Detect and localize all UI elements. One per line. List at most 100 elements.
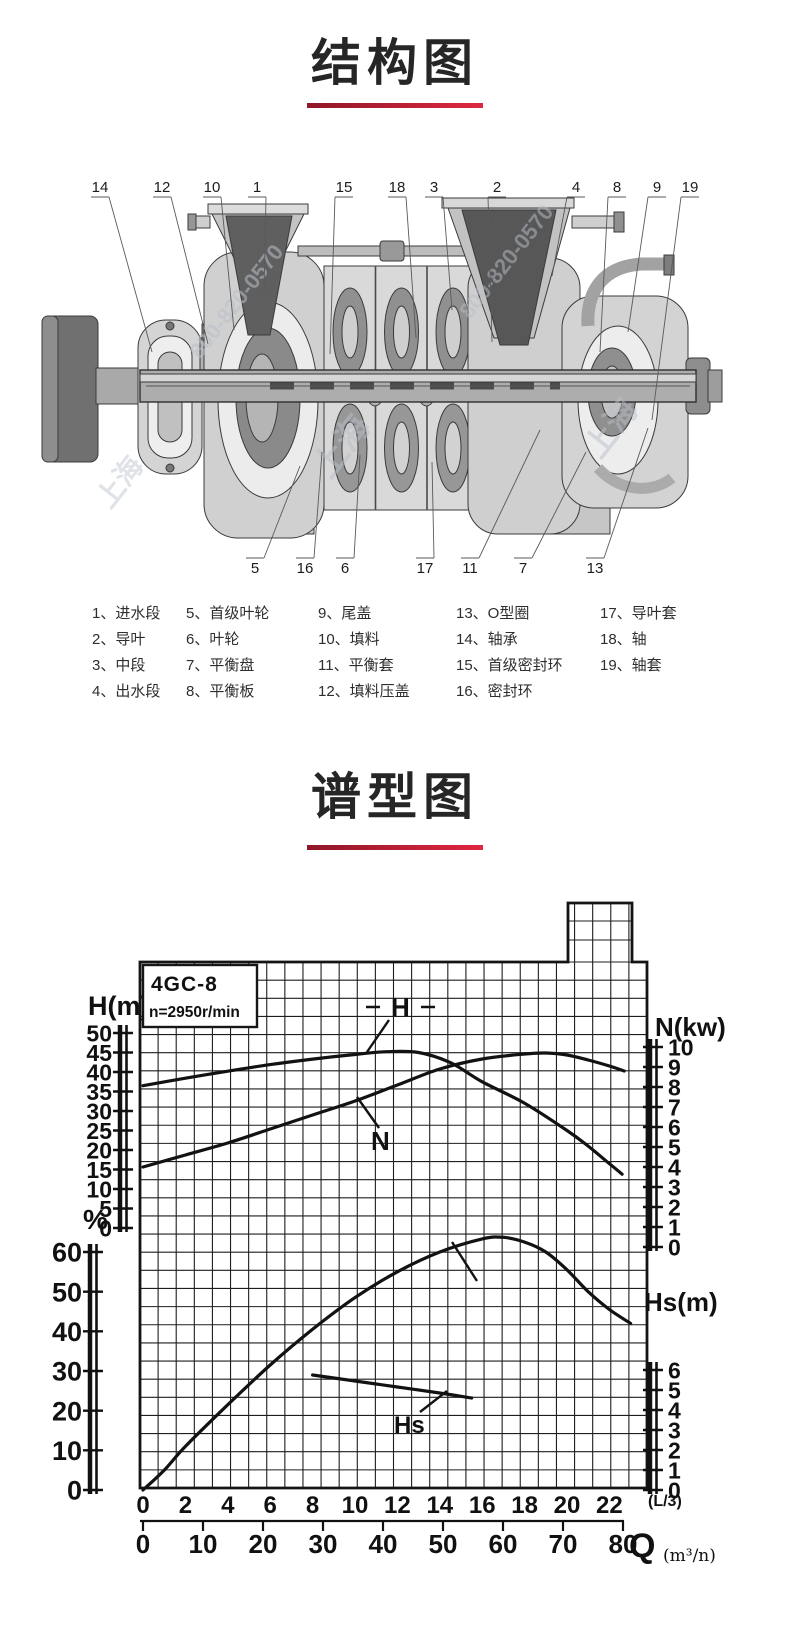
watermark-text: 上海 <box>90 450 149 513</box>
structure-title-underline <box>307 103 483 108</box>
callout-number: 15 <box>336 179 353 196</box>
x-tick-Ls: 4 <box>221 1492 235 1519</box>
x-tick-m3h: 80 <box>609 1529 638 1559</box>
tick-label: 4 <box>668 1397 681 1423</box>
tick-label: 15 <box>86 1157 112 1183</box>
axis-label-H: H(m) <box>88 991 150 1021</box>
x-tick-m3h: 10 <box>189 1529 218 1559</box>
x-tick-m3h: 60 <box>489 1529 518 1559</box>
tick-label: 45 <box>86 1040 112 1066</box>
tick-label: 10 <box>86 1176 112 1202</box>
tick-label: 10 <box>52 1436 82 1466</box>
tick-label: 20 <box>52 1396 82 1426</box>
x-tick-Ls: 22 <box>596 1492 623 1519</box>
x-tick-m3h: 0 <box>136 1529 150 1559</box>
axis-label-N: N(kw) <box>655 1012 726 1042</box>
callout-number: 5 <box>251 560 259 577</box>
axis-label-Hs: Hs(m) <box>644 1287 718 1317</box>
curve-title: 谱型图 <box>311 769 479 825</box>
callout-number: 14 <box>92 179 109 196</box>
curve-label-H: H <box>391 992 410 1022</box>
x-tick-Ls: 12 <box>384 1492 411 1519</box>
tick-label: 2 <box>668 1194 681 1220</box>
x-tick-Ls: 2 <box>179 1492 192 1519</box>
x-tick-m3h: 30 <box>309 1529 338 1559</box>
tick-label: 5 <box>99 1196 112 1222</box>
model-label: 4GC-8 <box>151 973 218 996</box>
x-tick-Ls: 0 <box>136 1492 149 1519</box>
axis-label-eff: % <box>83 1204 108 1235</box>
x-tick-Ls: 16 <box>469 1492 496 1519</box>
structure-title: 结构图 <box>311 35 479 91</box>
x-unit-m3h: (m³/n) <box>663 1546 716 1566</box>
tick-label: 10 <box>668 1034 694 1060</box>
curve-title-underline <box>307 845 483 850</box>
x-tick-Ls: 14 <box>426 1492 453 1519</box>
x-tick-m3h: 70 <box>549 1529 578 1559</box>
curve-Hs <box>311 1373 474 1400</box>
x-tick-m3h: 50 <box>429 1529 458 1559</box>
callout-number: 4 <box>572 179 580 196</box>
callout-number: 18 <box>389 179 406 196</box>
callout-number: 16 <box>297 560 314 577</box>
grid <box>139 903 648 1489</box>
callout-number: 9 <box>653 179 661 196</box>
tick-label: 50 <box>86 1020 112 1046</box>
tick-label: 1 <box>668 1457 681 1483</box>
callout-number: 8 <box>613 179 621 196</box>
callout-number: 7 <box>519 560 527 577</box>
tick-label: 5 <box>668 1377 681 1403</box>
tick-label: 1 <box>668 1214 681 1240</box>
x-tick-Ls: 6 <box>264 1492 277 1519</box>
tick-label: 6 <box>668 1114 681 1140</box>
x-tick-Ls: 8 <box>306 1492 319 1519</box>
x-tick-Ls: 18 <box>511 1492 538 1519</box>
tick-label: 60 <box>52 1238 82 1268</box>
tick-label: 0 <box>668 1477 681 1503</box>
tick-label: 50 <box>52 1277 82 1307</box>
tick-label: 0 <box>668 1234 681 1260</box>
tick-label: 30 <box>52 1357 82 1387</box>
tick-label: 40 <box>52 1317 82 1347</box>
tick-label: 5 <box>668 1134 681 1160</box>
x-tick-Ls: 10 <box>342 1492 369 1519</box>
x-tick-m3h: 20 <box>249 1529 278 1559</box>
tick-label: 35 <box>86 1079 112 1105</box>
tick-label: 40 <box>86 1059 112 1085</box>
tick-label: 25 <box>86 1118 112 1144</box>
chart-frame <box>138 901 649 1490</box>
tick-label: 8 <box>668 1074 681 1100</box>
curve-N <box>141 1051 626 1169</box>
callout-number: 3 <box>430 179 438 196</box>
tick-label: 6 <box>668 1357 681 1383</box>
tick-label: 7 <box>668 1094 681 1120</box>
callout-number: 17 <box>417 560 434 577</box>
x-tick-Ls: 20 <box>554 1492 581 1519</box>
tick-label: 3 <box>668 1174 681 1200</box>
callout-number: 12 <box>154 179 171 196</box>
tick-label: 30 <box>86 1098 112 1124</box>
curve-label-Hs: Hs <box>394 1412 425 1439</box>
callout-number: 19 <box>682 179 699 196</box>
tick-label: 2 <box>668 1437 681 1463</box>
tick-label: 20 <box>86 1137 112 1163</box>
x-unit-Ls: (L/3) <box>648 1493 682 1510</box>
callout-number: 1 <box>253 179 261 196</box>
curve-H <box>141 1049 624 1176</box>
model-box <box>141 963 259 1029</box>
tick-label: 3 <box>668 1417 681 1443</box>
callout-number: 2 <box>493 179 501 196</box>
speed-label: n=2950r/min <box>149 1004 240 1021</box>
x-label-Q: Q <box>629 1527 655 1565</box>
tick-label: 9 <box>668 1054 681 1080</box>
callout-number: 6 <box>341 560 349 577</box>
